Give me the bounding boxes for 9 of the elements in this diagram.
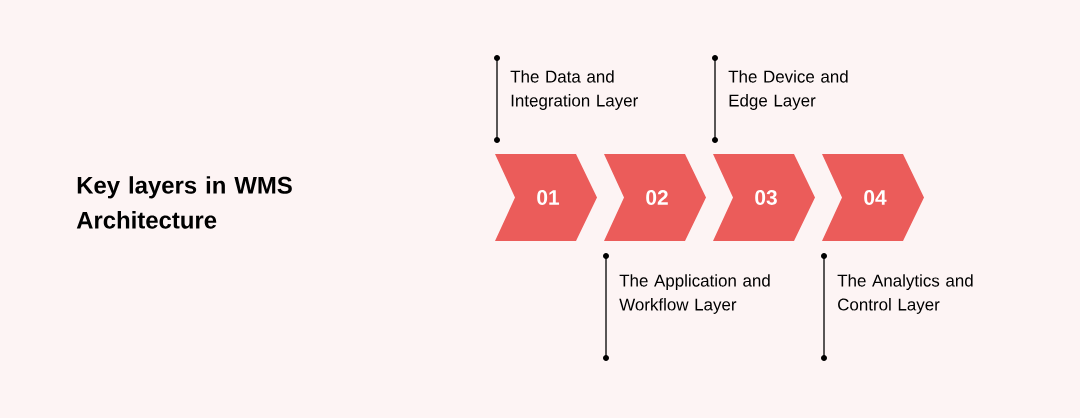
chevron-step: 03 [713, 154, 815, 241]
chevron-step: 02 [604, 154, 706, 241]
step-caption: The Data and Integration Layer [510, 70, 638, 110]
chevron-step: 04 [822, 154, 924, 241]
step-caption: The Analytics and Control Layer [837, 274, 973, 314]
step-caption: The Device and Edge Layer [728, 70, 848, 110]
heading: Key layers in WMS Architecture [76, 176, 292, 229]
chevron-step: 01 [495, 154, 597, 241]
step-caption: The Application and Workflow Layer [619, 274, 770, 314]
